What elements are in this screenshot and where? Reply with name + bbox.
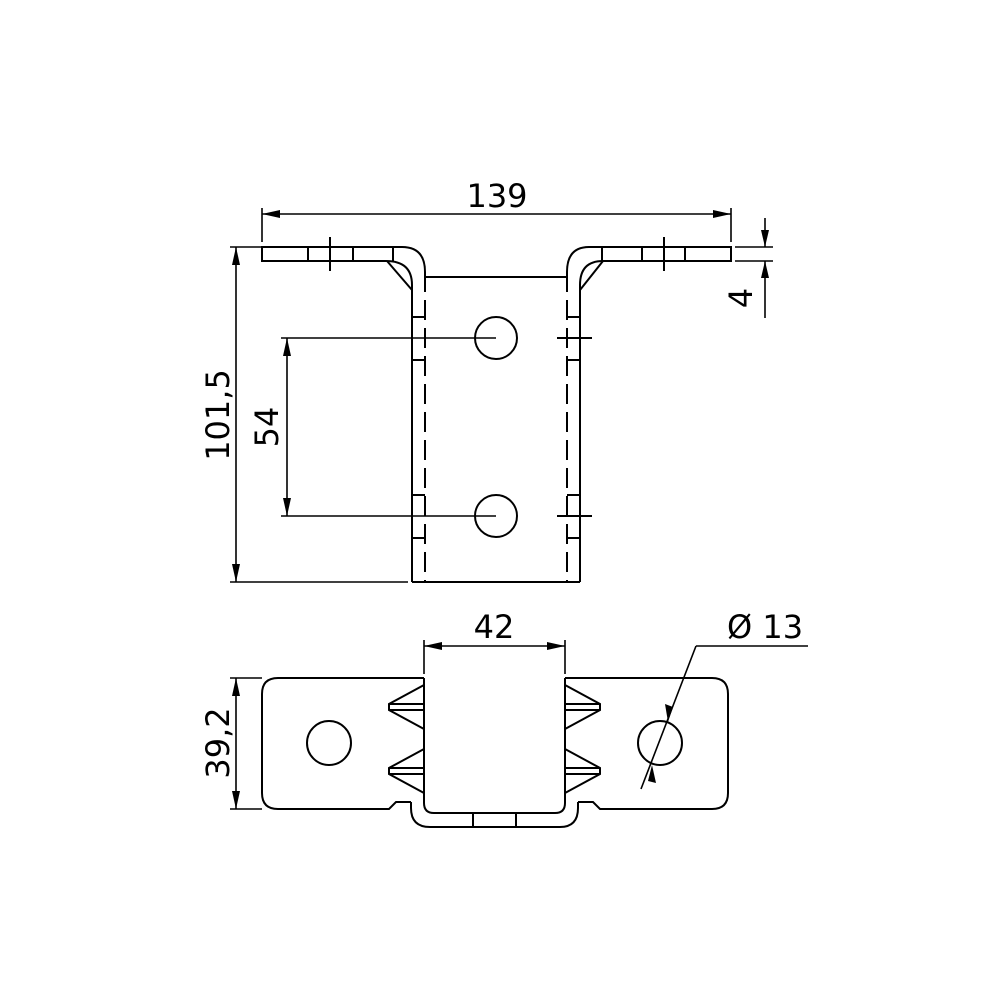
channel-outer [410, 802, 579, 828]
dim-54-label: 54 [248, 407, 286, 448]
dim-139-label: 139 [466, 177, 527, 215]
left-plate-outline [261, 677, 424, 810]
dim-139 [261, 208, 732, 242]
right-flange-outline [566, 246, 732, 582]
plate-ticks [412, 316, 592, 539]
dim-diameter-13-label: Ø 13 [727, 608, 803, 646]
dim-42 [423, 640, 566, 674]
hole-left [306, 720, 352, 766]
dim-diameter-13 [640, 645, 808, 790]
dim-101-5 [230, 246, 408, 583]
dim-54 [281, 337, 496, 517]
front-view [261, 237, 732, 583]
hole-right [637, 720, 683, 766]
right-plate-outline [565, 677, 729, 810]
dim-101-5-label: 101,5 [199, 369, 237, 461]
stiffener-ribs [388, 684, 601, 794]
flange-ticks [307, 237, 686, 271]
dim-4 [735, 218, 773, 318]
channel-inner [423, 678, 566, 814]
dim-39-2-label: 39,2 [199, 707, 237, 778]
dim-39-2 [230, 677, 262, 810]
weld-left [386, 260, 413, 291]
dim-42-label: 42 [474, 608, 515, 646]
left-flange-outline [261, 246, 426, 582]
dim-4-label: 4 [722, 288, 760, 308]
bottom-view [261, 677, 729, 828]
weld-right [579, 260, 604, 291]
